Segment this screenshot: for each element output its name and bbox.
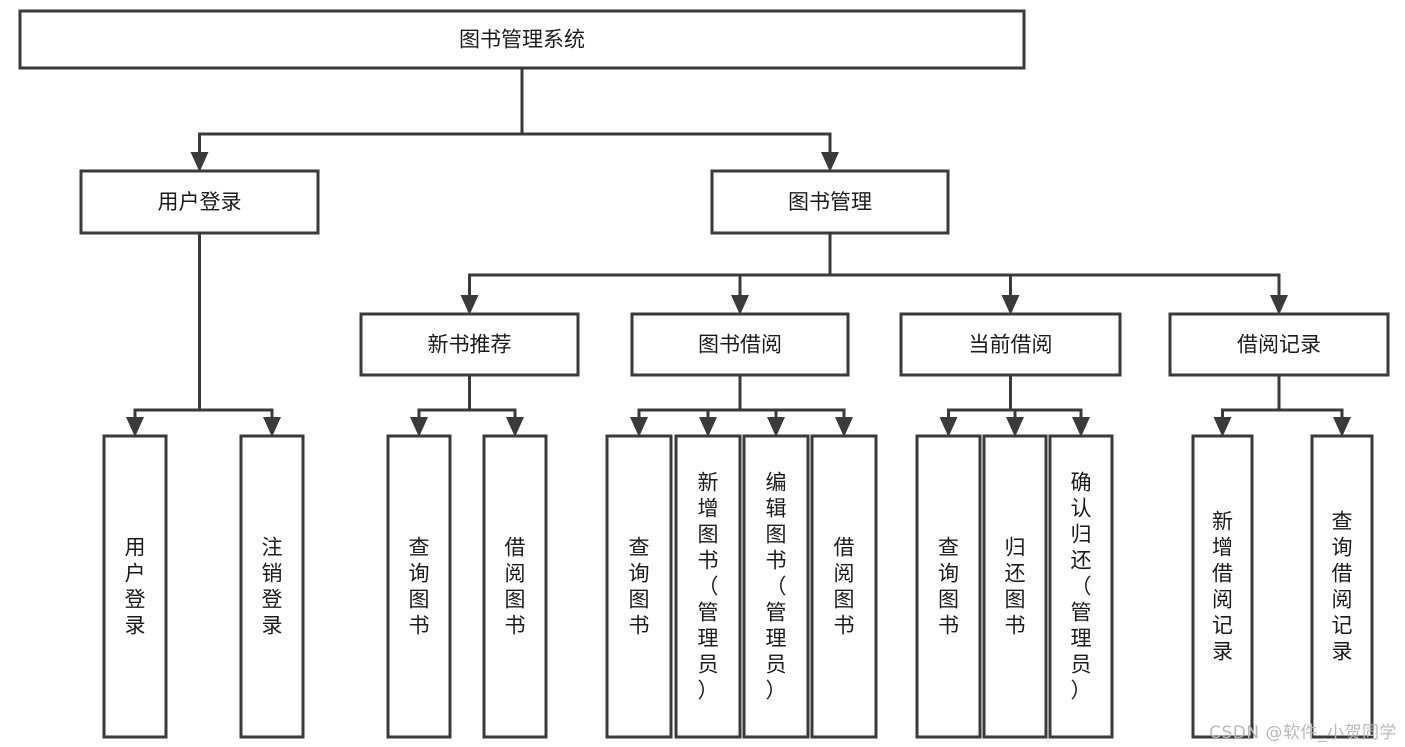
node-box bbox=[79, 169, 320, 235]
arrow-head-icon bbox=[410, 417, 428, 437]
node-box bbox=[1310, 434, 1374, 739]
node-box bbox=[1191, 434, 1254, 739]
connector-lines bbox=[126, 66, 1351, 437]
node-label: 新增借阅记录 bbox=[1212, 510, 1233, 664]
node-label: 新书推荐 bbox=[428, 333, 512, 357]
node-label: 用户登录 bbox=[158, 190, 242, 214]
node-box bbox=[915, 434, 982, 739]
node-box bbox=[710, 169, 950, 235]
node-root[interactable]: 图书管理系统 bbox=[18, 9, 1026, 70]
node-leaf-query-book-cb[interactable]: 查询图书 bbox=[915, 434, 982, 739]
node-boxes: 图书管理系统用户登录图书管理新书推荐图书借阅当前借阅借阅记录用户登录注销登录查询… bbox=[18, 9, 1390, 739]
node-box bbox=[102, 434, 168, 739]
node-label: 确认归还（管理员） bbox=[1071, 471, 1092, 703]
arrow-head-icon bbox=[767, 417, 785, 437]
node-label: 借阅图书 bbox=[834, 536, 855, 638]
arrow-head-icon bbox=[1270, 295, 1288, 315]
node-label: 注销登录 bbox=[262, 536, 283, 638]
node-box bbox=[18, 9, 1026, 70]
node-box bbox=[1168, 312, 1390, 377]
node-label: 查询借阅记录 bbox=[1332, 510, 1353, 664]
node-box bbox=[386, 434, 452, 739]
node-label: 查询图书 bbox=[409, 536, 430, 638]
arrow-head-icon bbox=[506, 417, 524, 437]
node-leaf-borrow-book-rec[interactable]: 借阅图书 bbox=[482, 434, 548, 739]
node-box bbox=[605, 434, 673, 739]
node-leaf-query-record[interactable]: 查询借阅记录 bbox=[1310, 434, 1374, 739]
arrow-head-icon bbox=[1213, 417, 1232, 437]
node-label: 图书借阅 bbox=[698, 333, 782, 357]
node-leaf-borrow-book-bb[interactable]: 借阅图书 bbox=[810, 434, 878, 739]
arrow-head-icon bbox=[939, 417, 958, 437]
node-leaf-confirm-return[interactable]: 确认归还（管理员） bbox=[1048, 434, 1114, 739]
node-box bbox=[359, 312, 580, 377]
node-label: 图书管理 bbox=[788, 190, 872, 214]
node-leaf-edit-book[interactable]: 编辑图书（管理员） bbox=[742, 434, 810, 739]
arrow-head-icon bbox=[460, 295, 479, 315]
arrow-head-icon bbox=[1006, 417, 1024, 437]
arrow-head-icon bbox=[731, 295, 749, 315]
arrow-head-icon bbox=[1072, 417, 1090, 437]
node-label: 借阅图书 bbox=[505, 536, 526, 638]
node-box bbox=[482, 434, 548, 739]
arrow-head-icon bbox=[126, 417, 144, 437]
arrow-head-icon bbox=[263, 417, 281, 437]
node-user-login[interactable]: 用户登录 bbox=[79, 169, 320, 235]
node-label: 借阅记录 bbox=[1237, 333, 1321, 357]
node-book-manage[interactable]: 图书管理 bbox=[710, 169, 950, 235]
node-borrow-record[interactable]: 借阅记录 bbox=[1168, 312, 1390, 377]
node-box bbox=[674, 434, 742, 739]
node-leaf-query-book-bb[interactable]: 查询图书 bbox=[605, 434, 673, 739]
node-box bbox=[982, 434, 1048, 739]
arrow-head-icon bbox=[1001, 295, 1020, 315]
arrow-head-icon bbox=[190, 152, 209, 172]
node-book-borrow[interactable]: 图书借阅 bbox=[630, 312, 850, 377]
arrow-head-icon bbox=[1333, 417, 1351, 437]
node-label: 新增图书（管理员） bbox=[698, 471, 719, 703]
node-box bbox=[899, 312, 1122, 377]
node-label: 编辑图书（管理员） bbox=[766, 471, 787, 703]
node-label: 查询图书 bbox=[938, 536, 959, 638]
node-label: 归还图书 bbox=[1005, 536, 1026, 638]
node-label: 用户登录 bbox=[125, 536, 146, 638]
node-box bbox=[239, 434, 305, 739]
node-box bbox=[1048, 434, 1114, 739]
arrow-head-icon bbox=[699, 417, 717, 437]
node-leaf-logout[interactable]: 注销登录 bbox=[239, 434, 305, 739]
arrow-head-icon bbox=[821, 152, 839, 172]
arrow-head-icon bbox=[835, 417, 853, 437]
node-leaf-query-book-rec[interactable]: 查询图书 bbox=[386, 434, 452, 739]
node-label: 图书管理系统 bbox=[459, 28, 585, 52]
node-leaf-user-login[interactable]: 用户登录 bbox=[102, 434, 168, 739]
node-label: 当前借阅 bbox=[969, 333, 1053, 357]
node-box bbox=[742, 434, 810, 739]
node-box bbox=[810, 434, 878, 739]
node-leaf-add-record[interactable]: 新增借阅记录 bbox=[1191, 434, 1254, 739]
node-current-borrow[interactable]: 当前借阅 bbox=[899, 312, 1122, 377]
arrow-head-icon bbox=[630, 417, 648, 437]
node-leaf-add-book[interactable]: 新增图书（管理员） bbox=[674, 434, 742, 739]
node-leaf-return-book[interactable]: 归还图书 bbox=[982, 434, 1048, 739]
node-new-book-rec[interactable]: 新书推荐 bbox=[359, 312, 580, 377]
node-label: 查询图书 bbox=[629, 536, 650, 638]
node-box bbox=[630, 312, 850, 377]
